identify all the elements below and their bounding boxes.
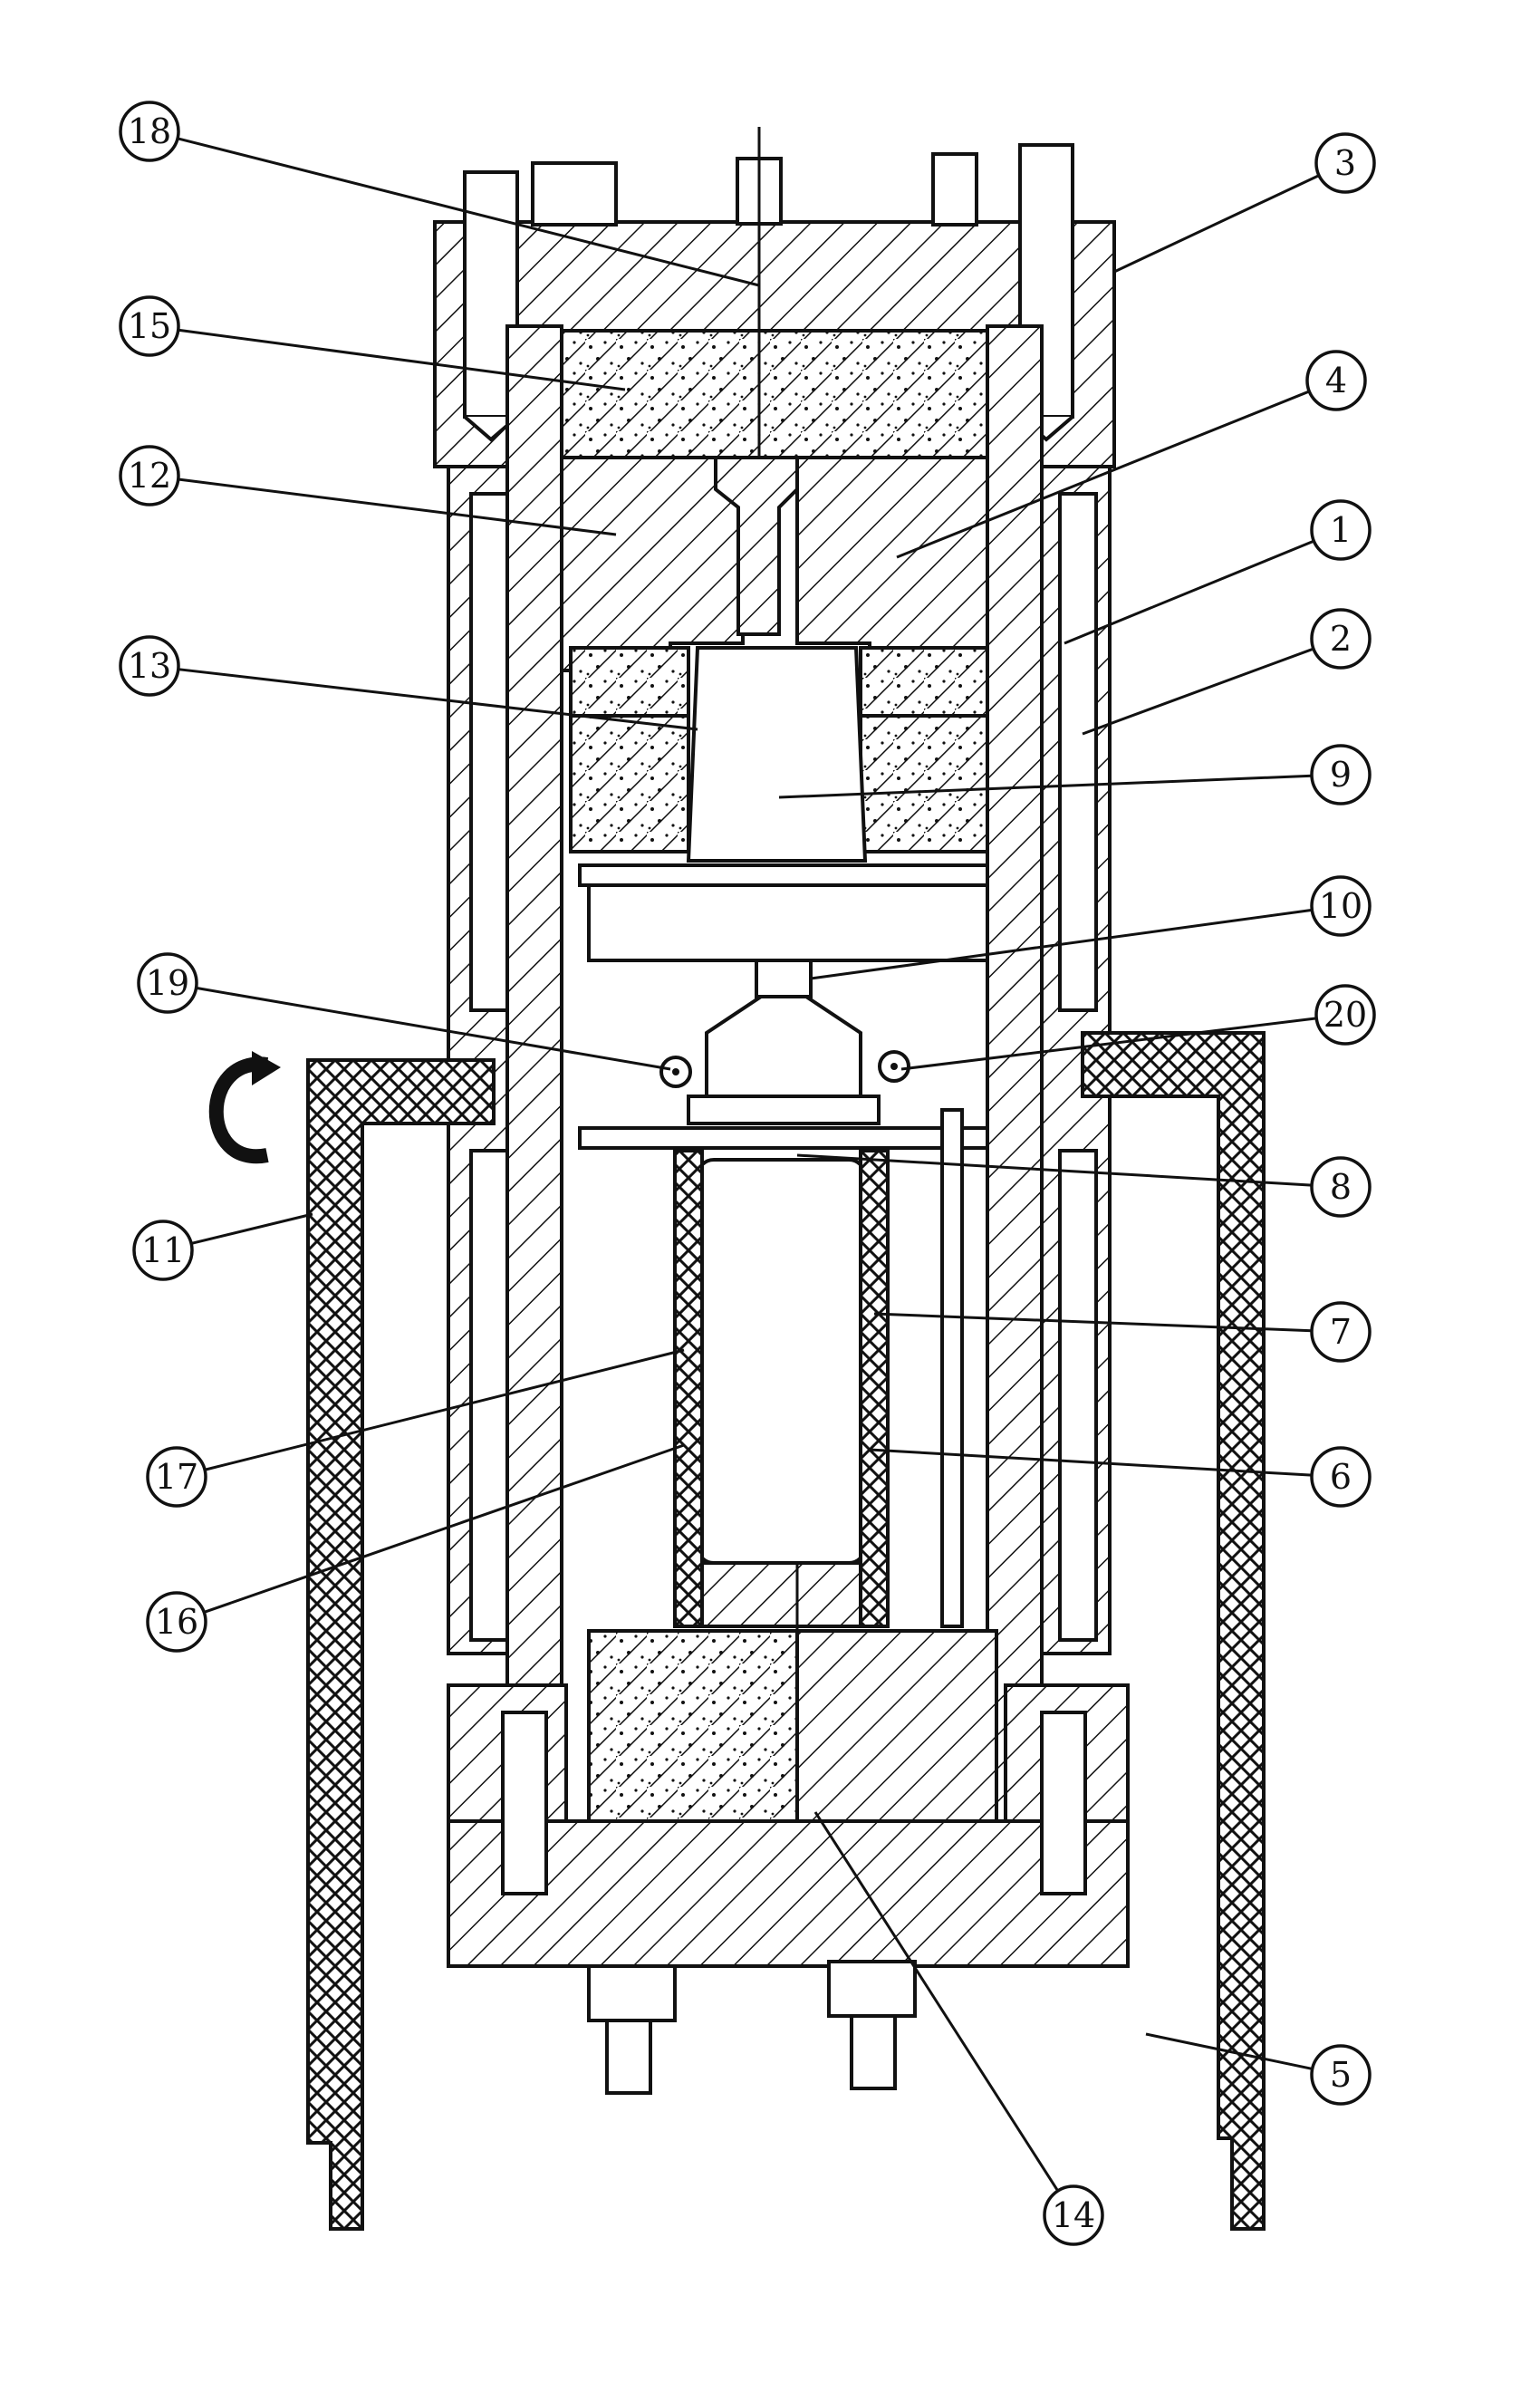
callout-number-15: 15 [128,306,171,346]
callout-number-4: 4 [1325,361,1347,400]
base-bolts [589,1962,915,2093]
callout-number-3: 3 [1334,143,1356,183]
crucible [688,648,865,861]
callout-number-5: 5 [1330,2055,1352,2095]
nozzle-assembly [661,960,909,1123]
callout-number-2: 2 [1330,619,1352,659]
callout-number-6: 6 [1330,1457,1352,1497]
callout-number-14: 14 [1052,2195,1095,2235]
callout-number-19: 19 [146,963,189,1003]
callout-number-9: 9 [1330,755,1352,795]
callout-leader-3 [1114,176,1319,272]
callout-leader-19 [197,988,670,1069]
callout-leader-16 [204,1445,684,1612]
callout-number-8: 8 [1330,1167,1352,1207]
callout-number-18: 18 [128,111,171,151]
callout-number-12: 12 [128,456,171,496]
callout-number-17: 17 [155,1457,198,1497]
callout-number-16: 16 [155,1602,198,1642]
callout-number-11: 11 [141,1230,185,1270]
callout-number-20: 20 [1323,995,1367,1035]
callout-number-7: 7 [1330,1312,1352,1352]
lower-cylinder [580,1110,987,1626]
clockwise-arrow-icon [217,1051,281,1156]
callout-leader-2 [1083,649,1314,734]
callout-leader-11 [191,1214,313,1243]
callout-leader-17 [205,1350,684,1470]
callout-number-13: 13 [128,646,171,686]
callout-number-1: 1 [1330,510,1352,550]
support-plate [580,865,987,960]
callout-number-10: 10 [1319,886,1362,926]
